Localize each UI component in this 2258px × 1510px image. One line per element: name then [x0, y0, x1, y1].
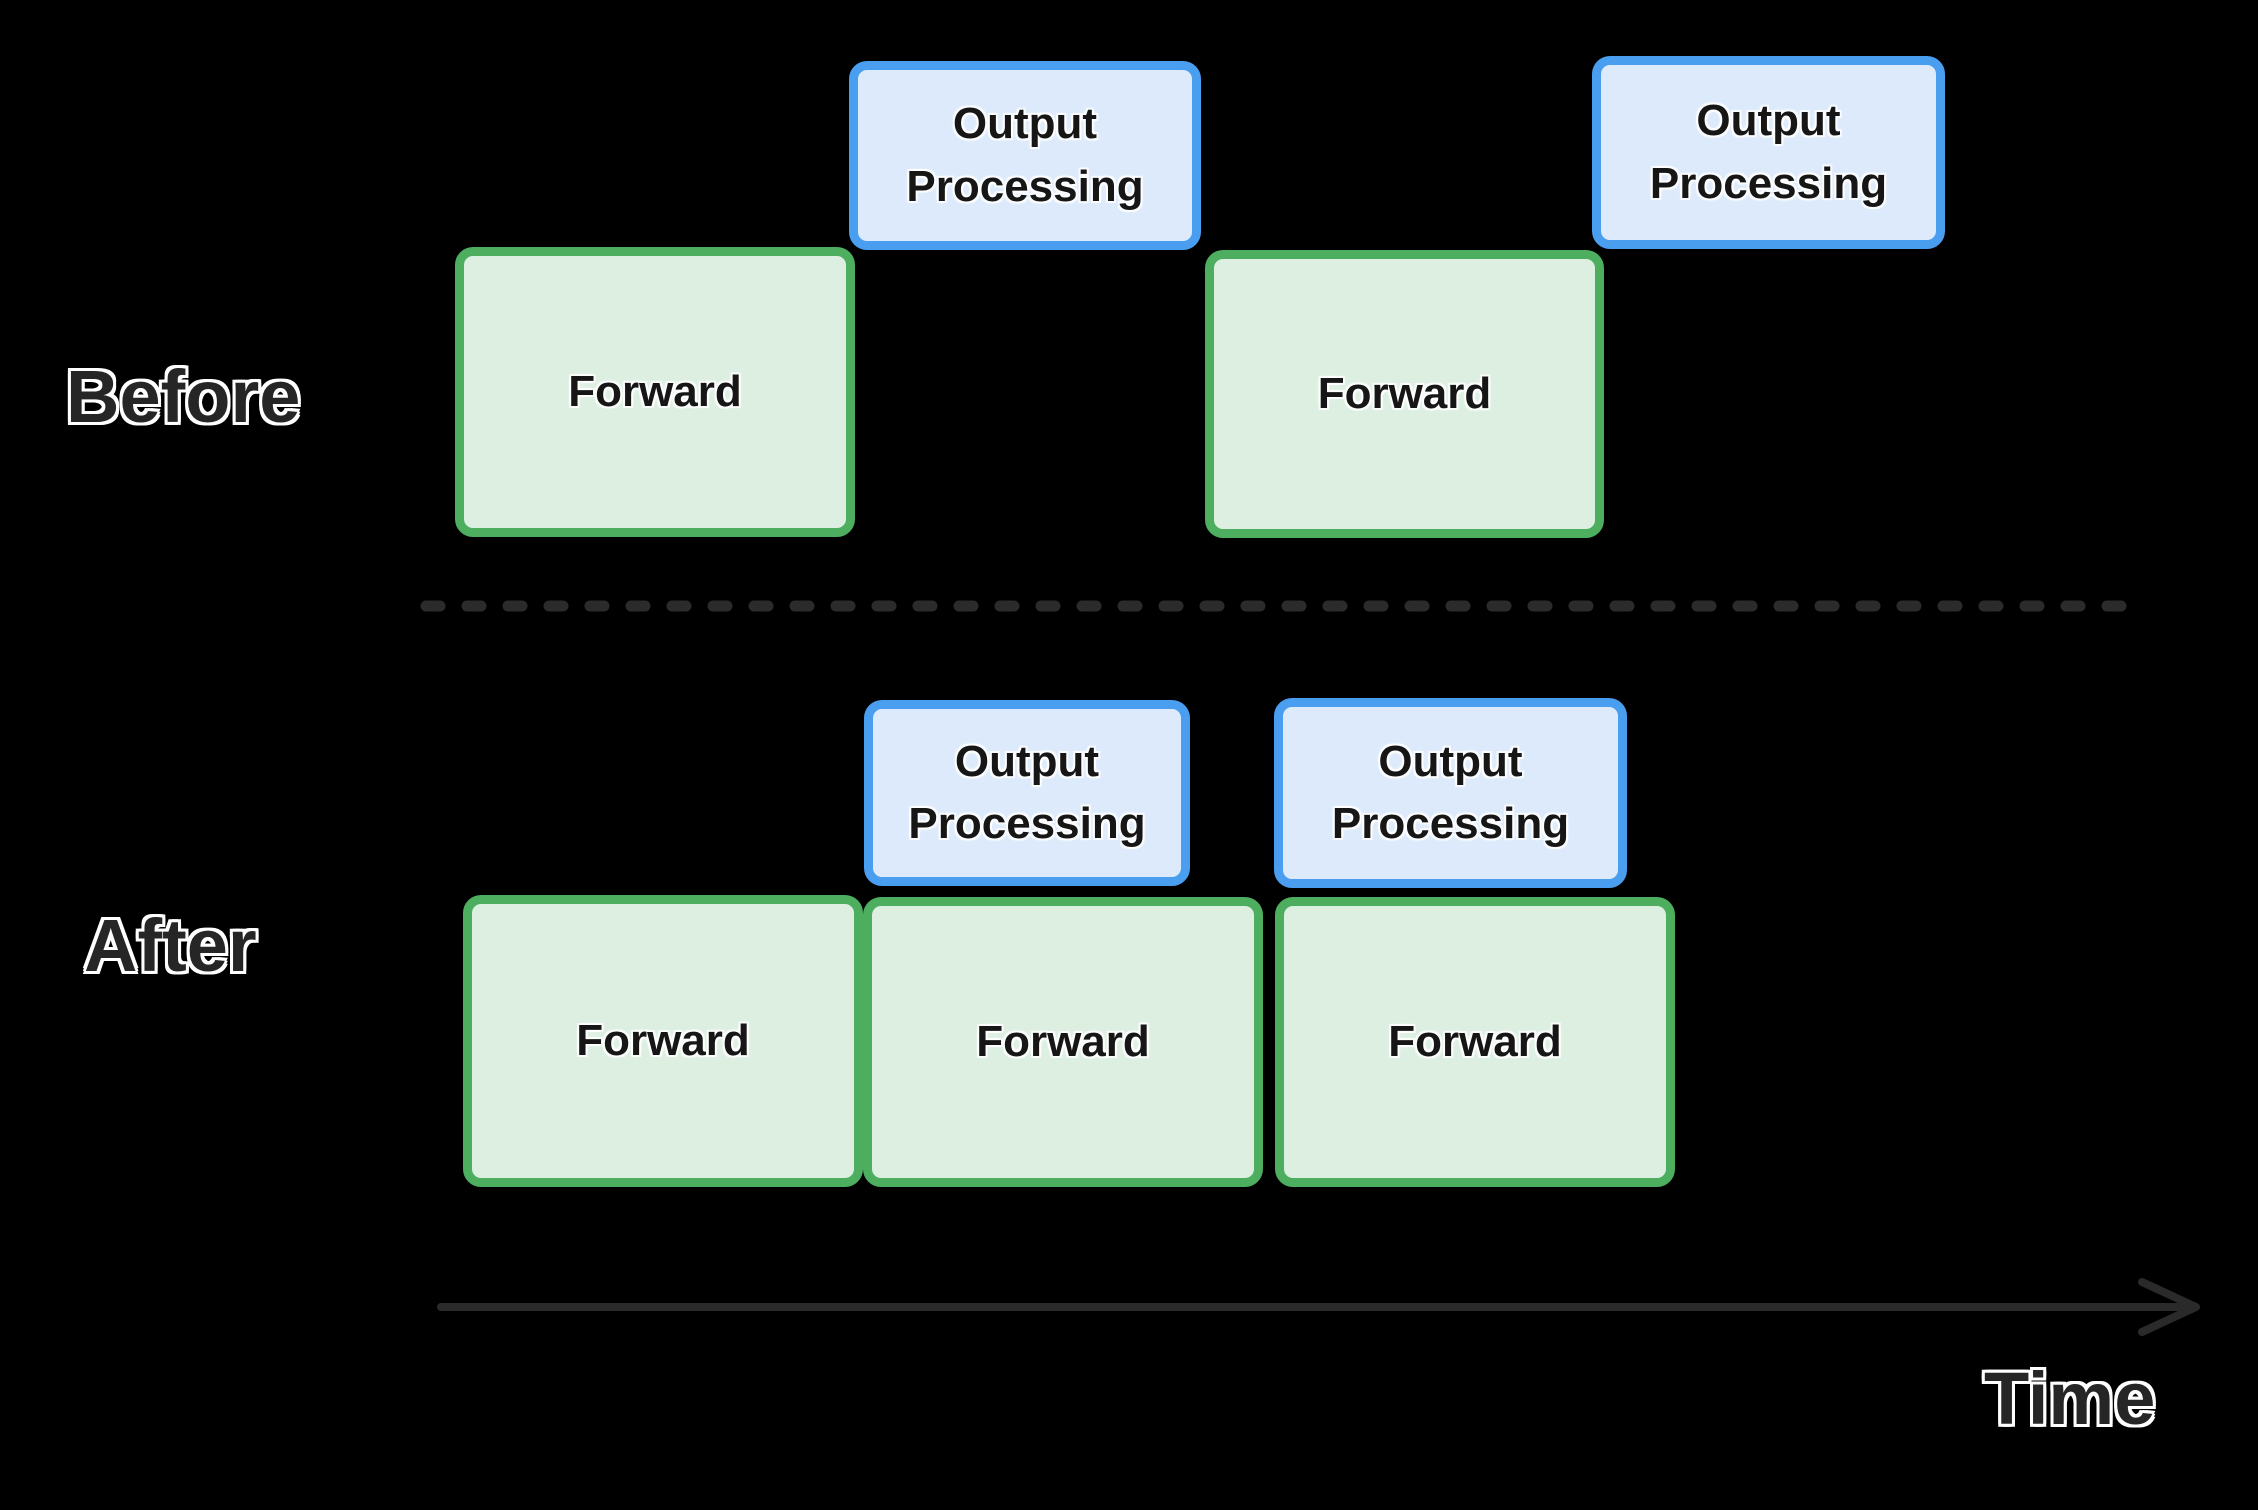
- after-forward-box-2: Forward: [863, 897, 1263, 1187]
- before-forward-box-2: Forward: [1205, 250, 1604, 538]
- time-axis-label: Time: [1984, 1357, 2156, 1440]
- after-forward-box-1: Forward: [463, 895, 863, 1187]
- after-output-processing-box-1-label: Output Processing: [908, 736, 1146, 848]
- before-forward-box-1-label: Forward: [568, 366, 742, 416]
- after-forward-box-3: Forward: [1275, 897, 1675, 1187]
- before-output-processing-box-1: Output Processing: [849, 61, 1201, 250]
- after-output-processing-box-2-label: Output Processing: [1331, 736, 1570, 848]
- before-output-processing-box-2: Output Processing: [1592, 56, 1945, 249]
- time-axis-arrow: [437, 1278, 2200, 1336]
- after-section-label: After: [84, 904, 257, 987]
- before-forward-box-2-label: Forward: [1317, 368, 1492, 418]
- before-output-processing-box-2-label: Output Processing: [1649, 96, 1888, 208]
- after-output-processing-box-2: Output Processing: [1274, 698, 1627, 888]
- after-forward-box-1-label: Forward: [576, 1015, 750, 1065]
- before-output-processing-box-1-label: Output Processing: [906, 99, 1144, 211]
- after-forward-box-2-label: Forward: [976, 1016, 1150, 1066]
- after-output-processing-box-1: Output Processing: [864, 700, 1190, 886]
- after-forward-box-3-label: Forward: [1388, 1016, 1562, 1066]
- before-section-label: Before: [66, 355, 301, 438]
- before-forward-box-1: Forward: [455, 247, 855, 537]
